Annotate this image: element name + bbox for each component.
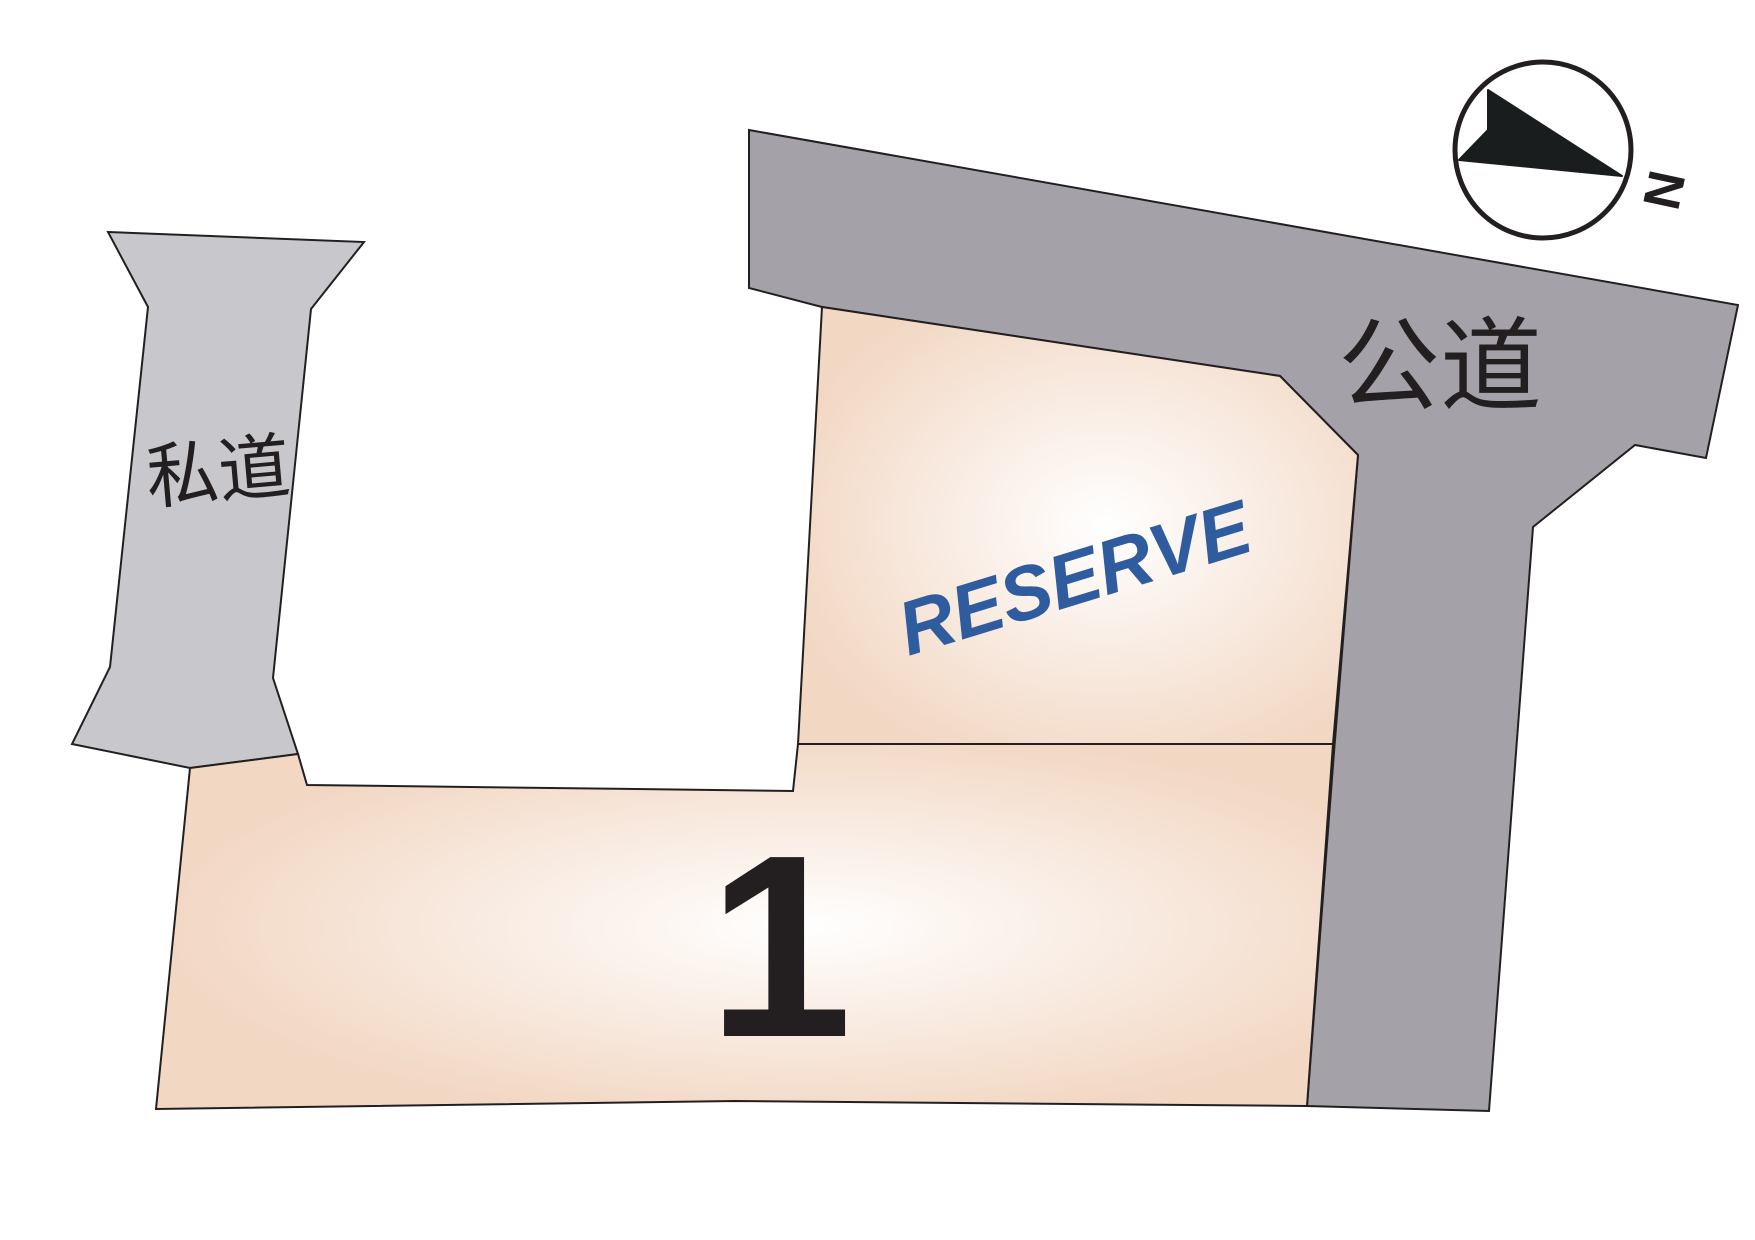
public-road-label: 公道 — [1338, 308, 1542, 427]
north-arrow-icon — [1458, 89, 1623, 177]
north-compass: N — [1452, 59, 1698, 241]
private-road-label: 私道 — [143, 424, 294, 520]
lot-1[interactable] — [154, 743, 1335, 1111]
lot-1-number: 1 — [708, 802, 853, 1092]
lot-reserve[interactable] — [796, 305, 1360, 745]
north-label: N — [1633, 166, 1698, 215]
